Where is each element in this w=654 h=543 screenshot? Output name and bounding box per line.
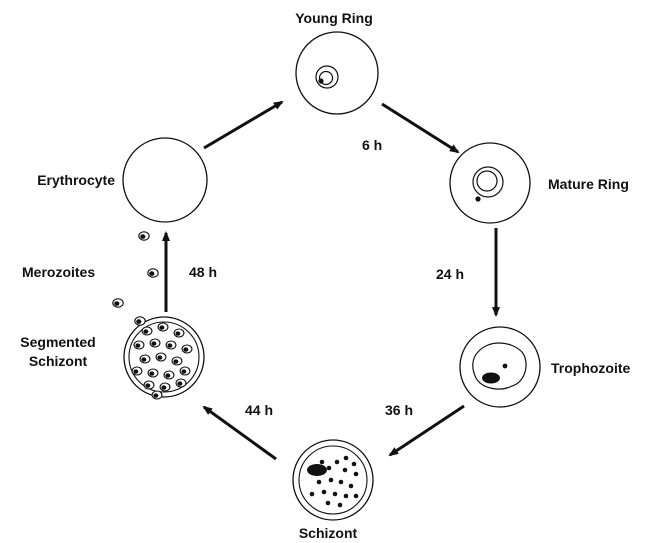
schizont-label: Schizont [299, 525, 358, 541]
merozoite [134, 341, 144, 349]
merozoite [180, 367, 190, 375]
merozoite [156, 353, 166, 361]
merozoites-label: Merozoites [22, 264, 95, 280]
segmented-schizont-label-line2: Schizont [29, 353, 88, 369]
segmented-schizont-cell [124, 317, 204, 399]
time-36h-label: 36 h [385, 402, 413, 418]
arrow-erythrocyte-to-young-ring [204, 102, 282, 148]
young-ring-cell [296, 32, 378, 114]
merozoite [132, 367, 142, 375]
merozoite [160, 383, 170, 391]
mature-ring-label: Mature Ring [548, 176, 629, 192]
mature-ring-cell [450, 143, 530, 223]
merozoite [176, 379, 186, 387]
erythrocyte-label: Erythrocyte [37, 172, 115, 188]
free-merozoites [113, 232, 158, 325]
time-48h-label: 48 h [189, 264, 217, 280]
merozoite [164, 371, 174, 379]
merozoite [174, 329, 184, 337]
merozoite [148, 369, 158, 377]
arrow-young-ring-to-mature-ring [382, 104, 458, 152]
young-ring-label: Young Ring [295, 10, 373, 26]
merozoite [152, 391, 162, 399]
merozoite [172, 357, 182, 365]
merozoite [142, 327, 152, 335]
segmented-schizont-label-line1: Segmented [20, 334, 95, 350]
segmented-merozoites [132, 323, 192, 399]
merozoite [182, 345, 192, 353]
merozoite [135, 317, 145, 325]
merozoite [113, 299, 123, 307]
merozoite [158, 323, 168, 331]
merozoite [166, 341, 176, 349]
trophozoite-label: Trophozoite [551, 360, 631, 376]
time-24h-label: 24 h [436, 266, 464, 282]
merozoite [148, 269, 158, 277]
merozoite [139, 232, 149, 240]
merozoite [150, 339, 160, 347]
trophozoite-cell [460, 327, 540, 407]
merozoite [144, 381, 154, 389]
time-44h-label: 44 h [245, 402, 273, 418]
schizont-cell [293, 440, 373, 520]
erythrocyte-cell [123, 138, 207, 222]
time-6h-label: 6 h [362, 137, 382, 153]
merozoite [140, 355, 150, 363]
